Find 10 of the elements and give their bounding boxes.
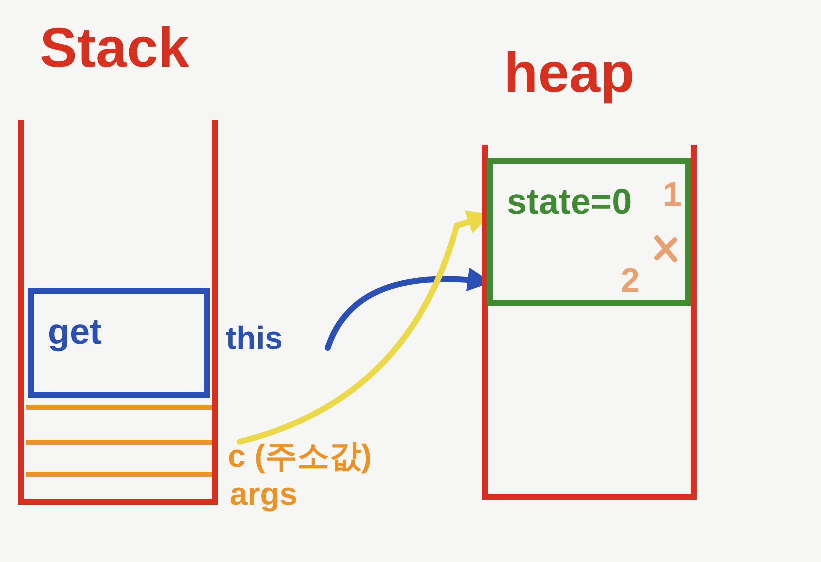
revised-value: 1 — [663, 178, 682, 212]
revised-value: 2 — [621, 264, 640, 298]
column-heading: Stack — [40, 20, 190, 76]
object-box — [487, 158, 691, 306]
box-label: get — [48, 314, 102, 350]
frame-box — [28, 288, 210, 398]
box-label: state=0 — [507, 184, 632, 220]
variable-label: args — [230, 478, 350, 522]
variable-label: this — [226, 322, 326, 362]
variable-label: c (주소값) — [228, 440, 438, 480]
